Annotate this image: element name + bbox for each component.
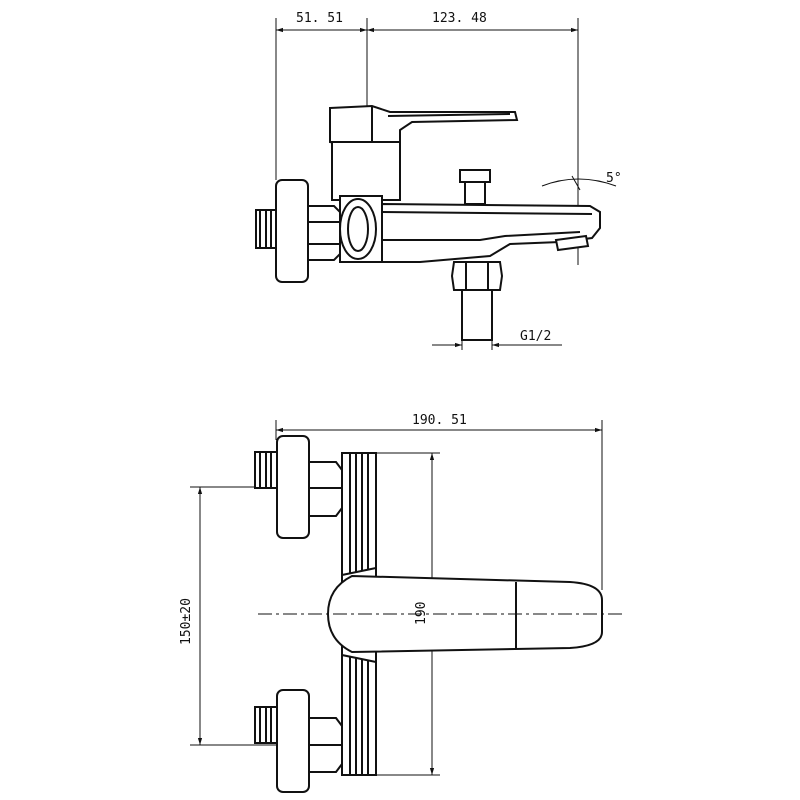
body-eccentric-inner (347, 206, 369, 252)
dim-height-label: 190 (414, 602, 429, 625)
dim-centers-label: 150±20 (179, 598, 194, 645)
angle-arc (541, 178, 617, 187)
spout-line (381, 211, 593, 215)
aerator (554, 234, 590, 252)
dim-offset-label: 51. 51 (296, 11, 343, 26)
angle-line (571, 175, 581, 191)
connection-nut (307, 205, 341, 261)
wall-flange (275, 179, 309, 283)
shower-outlet-nut (450, 261, 504, 291)
diverter-stem (464, 181, 486, 205)
dim-length-label: 123. 48 (432, 11, 487, 26)
dim-width-label: 190. 51 (412, 413, 467, 428)
spout-line (382, 231, 581, 241)
cartridge-body (331, 141, 401, 201)
side-view: 51. 51 123. 48 (255, 11, 622, 350)
front-view: 190. 51 150±20 (179, 413, 622, 793)
dim-angle-label: 5° (606, 171, 622, 186)
body-eccentric (339, 198, 377, 260)
lower-flange (276, 689, 310, 793)
upper-flange (276, 435, 310, 539)
shower-outlet-pipe (461, 289, 493, 341)
dim-thread-label: G1/2 (520, 329, 551, 344)
diverter-knob (459, 169, 491, 183)
handle-bevel (387, 113, 511, 117)
